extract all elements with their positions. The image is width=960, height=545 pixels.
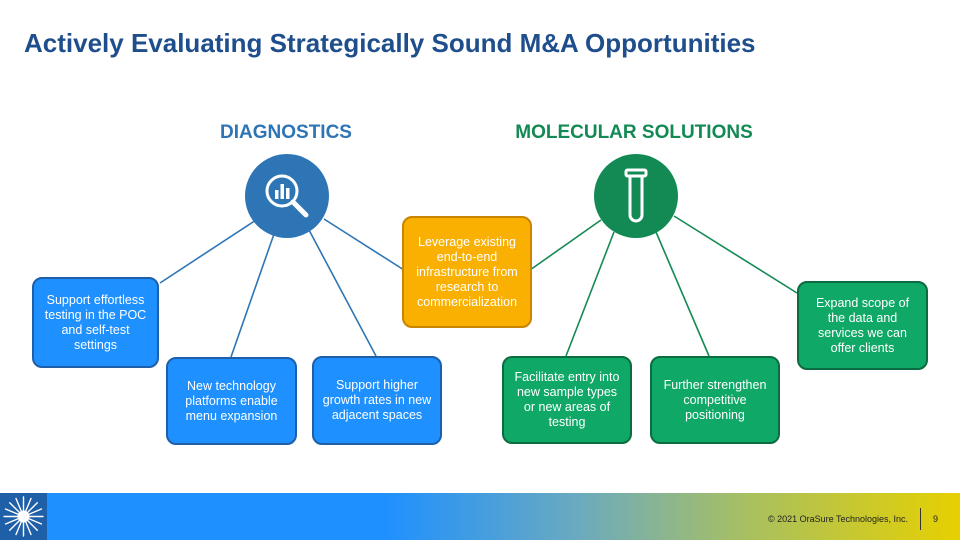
test-tube-icon <box>624 168 648 223</box>
mol-connector-3 <box>673 215 798 294</box>
footer-divider <box>920 508 921 530</box>
diagnostics-circle <box>245 154 329 238</box>
footer-bar <box>0 493 960 540</box>
mol-item-competitive: Further strengthen competitive positioni… <box>650 356 780 444</box>
mol-connector-2 <box>655 231 710 357</box>
company-logo <box>0 493 47 540</box>
slide-title: Actively Evaluating Strategically Sound … <box>24 28 756 58</box>
mol-connector-shared <box>529 219 602 271</box>
molecular-solutions-heading: MOLECULAR SOLUTIONS <box>515 122 753 143</box>
diag-item-platforms: New technology platforms enable menu exp… <box>166 357 297 445</box>
starburst-logo-icon <box>3 496 44 537</box>
diagnostics-heading: DIAGNOSTICS <box>220 122 352 143</box>
copyright-text: © 2021 OraSure Technologies, Inc. <box>767 514 908 524</box>
page-number: 9 <box>933 514 939 524</box>
diag-connector-shared <box>323 218 405 271</box>
molecular-circle <box>594 154 678 238</box>
shared-item-infrastructure: Leverage existing end-to-end infrastruct… <box>402 216 532 328</box>
magnifier-chart-icon <box>265 174 309 218</box>
diag-item-poc-self-test: Support effortless testing in the POC an… <box>32 277 159 368</box>
diag-connector-1 <box>159 219 257 284</box>
diag-item-growth: Support higher growth rates in new adjac… <box>312 356 442 445</box>
mol-connector-1 <box>565 231 615 357</box>
diag-connector-2 <box>230 233 275 358</box>
diag-connector-3 <box>308 229 377 357</box>
mol-item-sample-types: Facilitate entry into new sample types o… <box>502 356 632 444</box>
mol-item-data-services: Expand scope of the data and services we… <box>797 281 928 370</box>
